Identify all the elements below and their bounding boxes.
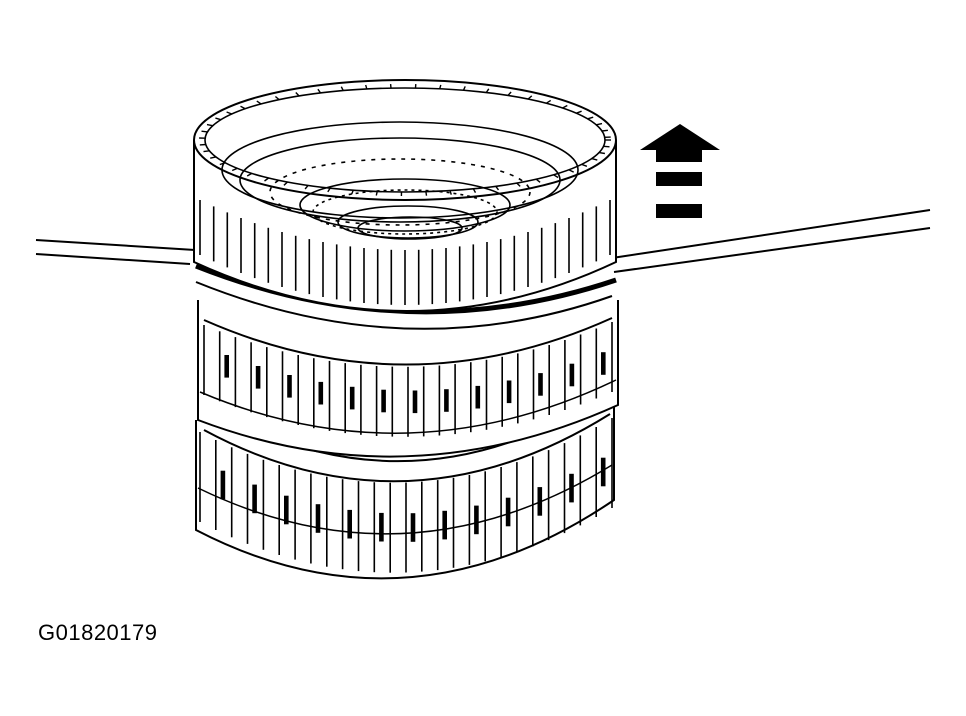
rim-notch-line: [274, 95, 280, 101]
drum-tooth-slot: [506, 380, 512, 404]
rim-notch-line: [210, 156, 217, 159]
rim-notch-line: [601, 129, 608, 132]
rim-notch-line: [472, 188, 477, 193]
drum-tooth-slot: [569, 473, 574, 503]
drum-tooth-slot: [537, 487, 543, 516]
rim-notch-line: [304, 185, 309, 190]
rim-notch-line: [603, 145, 610, 148]
drum-tooth-slot: [442, 510, 448, 540]
middle-drum-teeth: [203, 322, 613, 437]
rim-notch-line: [553, 174, 559, 179]
rim-notch-line: [576, 110, 582, 114]
drum-tooth-slot: [600, 352, 606, 375]
drum-tooth-slot: [412, 390, 418, 414]
rim-notch-line: [439, 84, 442, 89]
right-support-bar: [611, 209, 931, 273]
drum-tooth-slot: [538, 373, 543, 396]
inner-rings: [221, 121, 579, 240]
drum-tooth-slot: [252, 484, 257, 514]
drum-tooth-slot: [474, 505, 479, 535]
drum-tooth-slot: [315, 504, 321, 533]
top-drum-rim-notches: [199, 84, 611, 197]
rim-notch-line: [587, 116, 594, 120]
figure-id-label: G01820179: [38, 620, 158, 645]
rim-notch-line: [568, 169, 574, 173]
rim-notch-line: [295, 92, 300, 97]
rim-notch-line: [449, 190, 452, 195]
top-drum-teeth: [199, 200, 611, 305]
rim-notch-line: [591, 157, 598, 161]
drum-tooth-slot: [600, 457, 606, 487]
rim-notch-line: [351, 189, 354, 195]
drum-tooth-slot: [283, 495, 289, 525]
rim-notch-line: [365, 84, 368, 90]
rim-notch-line: [527, 95, 533, 100]
drum-tooth-slot: [220, 470, 226, 500]
rim-notch-line: [231, 167, 238, 172]
bottom-drum-teeth: [199, 418, 613, 573]
rim-notch-line: [598, 151, 606, 155]
rim-notch-line: [546, 99, 552, 104]
rim-notch-line: [516, 182, 521, 187]
rim-notch-line: [425, 191, 428, 196]
rim-notch-line: [201, 130, 208, 133]
drum-tooth-slot: [475, 385, 481, 409]
drum-tooth-slot: [381, 389, 386, 413]
rim-notch-line: [535, 178, 541, 183]
rim-notch-line: [485, 88, 490, 93]
top-drum: [193, 79, 617, 312]
rim-notch-line: [581, 163, 588, 167]
drum-tooth-slot: [569, 363, 575, 387]
drum-tooth-slot: [255, 365, 261, 389]
drum-tooth-slot: [505, 497, 511, 527]
rim-notch-line: [246, 172, 253, 177]
rim-notch-line: [317, 88, 322, 94]
rim-notch-line: [256, 100, 262, 105]
rim-notch-line: [596, 122, 603, 126]
rim-notch-line: [340, 86, 344, 91]
drum-tooth-slot: [318, 381, 324, 405]
rim-notch-line: [203, 150, 210, 153]
drum-tooth-slot: [410, 513, 416, 542]
drum-tooth-slot: [349, 386, 355, 410]
drum-tooth-slot: [287, 374, 292, 398]
rim-notch-line: [206, 123, 213, 127]
rim-notch-line: [283, 181, 288, 186]
rim-notch-line: [507, 91, 512, 96]
drum-tooth-slot: [379, 512, 384, 542]
arrow-up-icon: [640, 124, 720, 218]
rim-notch-line: [462, 86, 466, 91]
rim-notch-line: [375, 191, 378, 196]
drum-tooth-slot: [347, 509, 353, 539]
rim-notch-line: [215, 117, 222, 121]
rim-notch-line: [495, 185, 500, 191]
left-support-bar: [35, 239, 196, 265]
drum-tooth-slot: [444, 389, 449, 412]
rim-notch-line: [240, 105, 246, 110]
rim-notch-line: [226, 111, 233, 115]
rim-notch-line: [327, 187, 331, 193]
drum-tooth-slot: [224, 354, 229, 378]
rim-notch-line: [562, 104, 568, 109]
rim-notch-line: [264, 177, 270, 182]
